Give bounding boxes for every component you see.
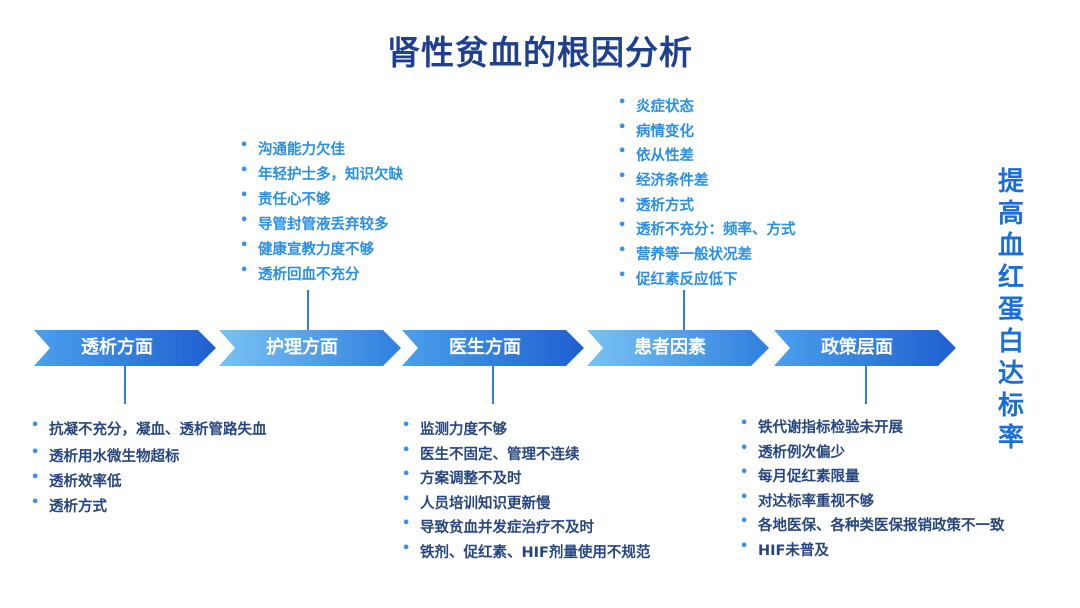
list-item: 健康宣教力度不够	[240, 238, 403, 263]
list-item: 沟通能力欠佳	[240, 138, 403, 163]
doctor-cause-list: 监测力度不够 医生不固定、管理不连续 方案调整不及时 人员培训知识更新慢 导致贫…	[402, 418, 650, 566]
connector-line	[865, 366, 867, 404]
list-item: 炎症状态	[618, 95, 796, 120]
dialysis-cause-list: 抗凝不充分，凝血、透析管路失血 透析用水微生物超标 透析效率低 透析方式	[31, 418, 267, 520]
chevron-shape	[774, 330, 956, 366]
category-policy: 政策层面	[774, 330, 956, 366]
category-label: 患者因素	[634, 337, 706, 358]
list-item: 透析用水微生物超标	[31, 445, 267, 470]
list-item: 监测力度不够	[402, 418, 650, 443]
chevron-shape	[402, 330, 584, 366]
list-item: 依从性差	[618, 144, 796, 169]
list-item: 促红素反应低下	[618, 268, 796, 293]
list-item: 透析例次偏少	[740, 441, 1005, 466]
nursing-cause-list: 沟通能力欠佳 年轻护士多，知识欠缺 责任心不够 导管封管液丢弃较多 健康宣教力度…	[240, 138, 403, 288]
goal-text: 提高血红蛋白达标率	[997, 167, 1024, 453]
category-nursing: 护理方面	[219, 330, 401, 366]
list-item: 透析不充分：频率、方式	[618, 218, 796, 243]
list-item: 透析方式	[31, 495, 267, 520]
page-title: 肾性贫血的根因分析	[387, 33, 693, 72]
connector-line	[124, 366, 126, 404]
list-item: 经济条件差	[618, 169, 796, 194]
category-label: 透析方面	[81, 337, 153, 358]
list-item: 病情变化	[618, 120, 796, 145]
list-item: 对达标率重视不够	[740, 490, 1005, 515]
list-item: 方案调整不及时	[402, 467, 650, 492]
list-item: 透析方式	[618, 194, 796, 219]
list-item: 铁代谢指标检验未开展	[740, 416, 1005, 441]
patient-cause-list: 炎症状态 病情变化 依从性差 经济条件差 透析方式 透析不充分：频率、方式 营养…	[618, 95, 796, 293]
list-item: 透析效率低	[31, 470, 267, 495]
list-item: 人员培训知识更新慢	[402, 492, 650, 517]
connector-line	[307, 290, 309, 330]
chevron-shape	[219, 330, 401, 366]
list-item: 医生不固定、管理不连续	[402, 443, 650, 468]
chevron-shape	[34, 330, 216, 366]
category-doctor: 医生方面	[402, 330, 584, 366]
connector-line	[683, 290, 685, 330]
category-label: 护理方面	[266, 337, 338, 358]
list-item: 透析回血不充分	[240, 263, 403, 288]
list-item: 导致贫血并发症治疗不及时	[402, 516, 650, 541]
list-item: 抗凝不充分，凝血、透析管路失血	[31, 418, 267, 445]
list-item: 营养等一般状况差	[618, 243, 796, 268]
connector-line	[492, 366, 494, 404]
list-item: 导管封管液丢弃较多	[240, 213, 403, 238]
category-dialysis: 透析方面	[34, 330, 216, 366]
list-item: HIF未普及	[740, 539, 1005, 564]
category-patient: 患者因素	[587, 330, 769, 366]
policy-cause-list: 铁代谢指标检验未开展 透析例次偏少 每月促红素限量 对达标率重视不够 各地医保、…	[740, 416, 1005, 564]
list-item: 铁剂、促红素、HIF剂量使用不规范	[402, 541, 650, 566]
list-item: 年轻护士多，知识欠缺	[240, 163, 403, 188]
chevron-shape	[587, 330, 769, 366]
list-item: 各地医保、各种类医保报销政策不一致	[740, 514, 1005, 539]
category-label: 医生方面	[449, 337, 521, 358]
category-label: 政策层面	[821, 337, 893, 358]
list-item: 每月促红素限量	[740, 465, 1005, 490]
list-item: 责任心不够	[240, 188, 403, 213]
